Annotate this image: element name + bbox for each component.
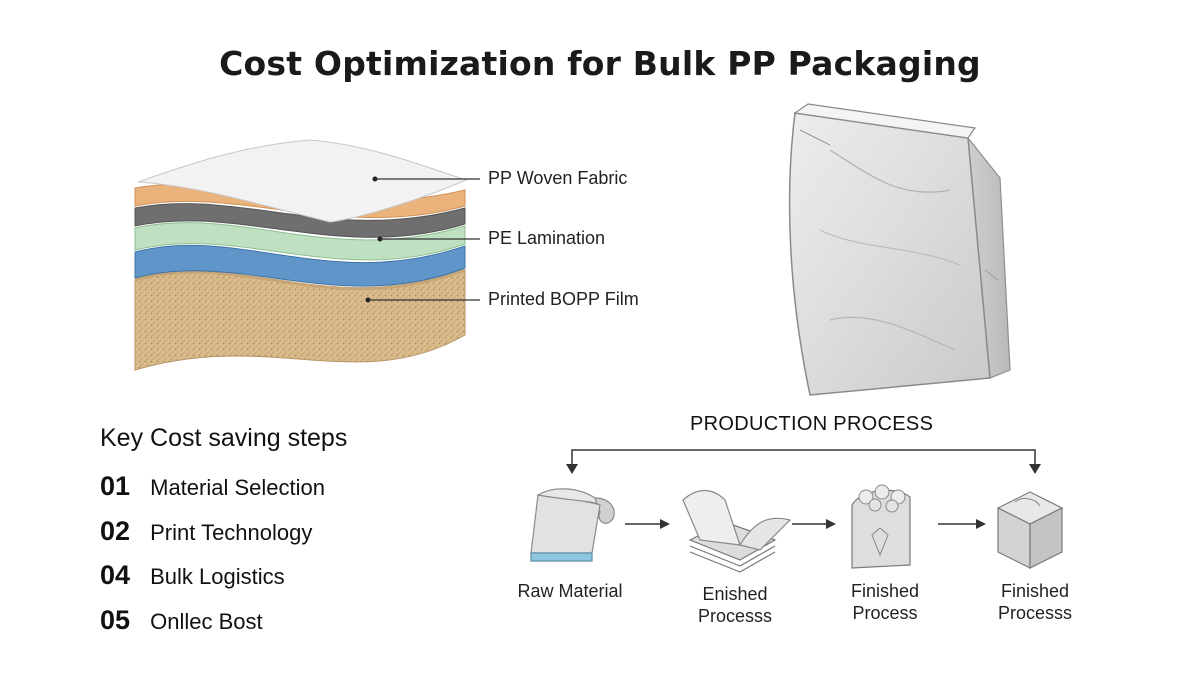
step-label: Onllec Bost [150, 609, 263, 634]
steps-heading: Key Cost saving steps [100, 424, 348, 452]
step-item: 01 Material Selection [100, 471, 325, 502]
material-layer-stack [134, 139, 480, 371]
step-label: Bulk Logistics [150, 564, 285, 589]
stage-label-line2: Process [852, 603, 918, 623]
step-number: 01 [100, 471, 131, 501]
layer-blue [134, 244, 466, 287]
step-item: 02 Print Technology [100, 516, 312, 547]
stage-label-finished-2: Finished Processs [965, 580, 1105, 624]
finished-product-box-icon [996, 491, 1064, 569]
enished-process-icon [682, 490, 792, 573]
layer-green [134, 222, 466, 261]
production-process-heading: PRODUCTION PROCESS [690, 413, 934, 435]
layer-white [137, 139, 468, 223]
stage-label-raw-material: Raw Material [500, 580, 640, 602]
loop-arrow [571, 449, 1036, 470]
pp-bag-illustration [788, 103, 1011, 396]
step-number: 02 [100, 516, 131, 546]
step-item: 05 Onllec Bost [100, 605, 263, 636]
label-pp-woven-fabric: PP Woven Fabric [488, 168, 628, 188]
stage-label-line1: Raw Material [517, 581, 623, 601]
stage-label-line2: Processs [697, 606, 773, 626]
step-label: Material Selection [150, 475, 325, 500]
stage-label-line2: Processs [997, 603, 1073, 623]
raw-material-icon [530, 488, 615, 562]
stage-label-enished: Enished Processs [665, 583, 805, 627]
stage-label-line1: Finished [1000, 581, 1070, 601]
stage-label-line1: Finished [850, 581, 920, 601]
stage-label-finished-1: Finished Process [815, 580, 955, 624]
step-number: 05 [100, 605, 131, 635]
step-item: 04 Bulk Logistics [100, 560, 285, 591]
page-title: Cost Optimization for Bulk PP Packaging [219, 44, 981, 83]
stage-label-line1: Enished [702, 584, 768, 604]
label-pe-lamination: PE Lamination [488, 228, 606, 248]
step-label: Print Technology [150, 520, 313, 545]
label-printed-bopp-film: Printed BOPP Film [488, 289, 639, 309]
finished-process-bag-icon [851, 484, 911, 569]
step-number: 04 [100, 560, 131, 590]
layer-gray [134, 203, 466, 238]
